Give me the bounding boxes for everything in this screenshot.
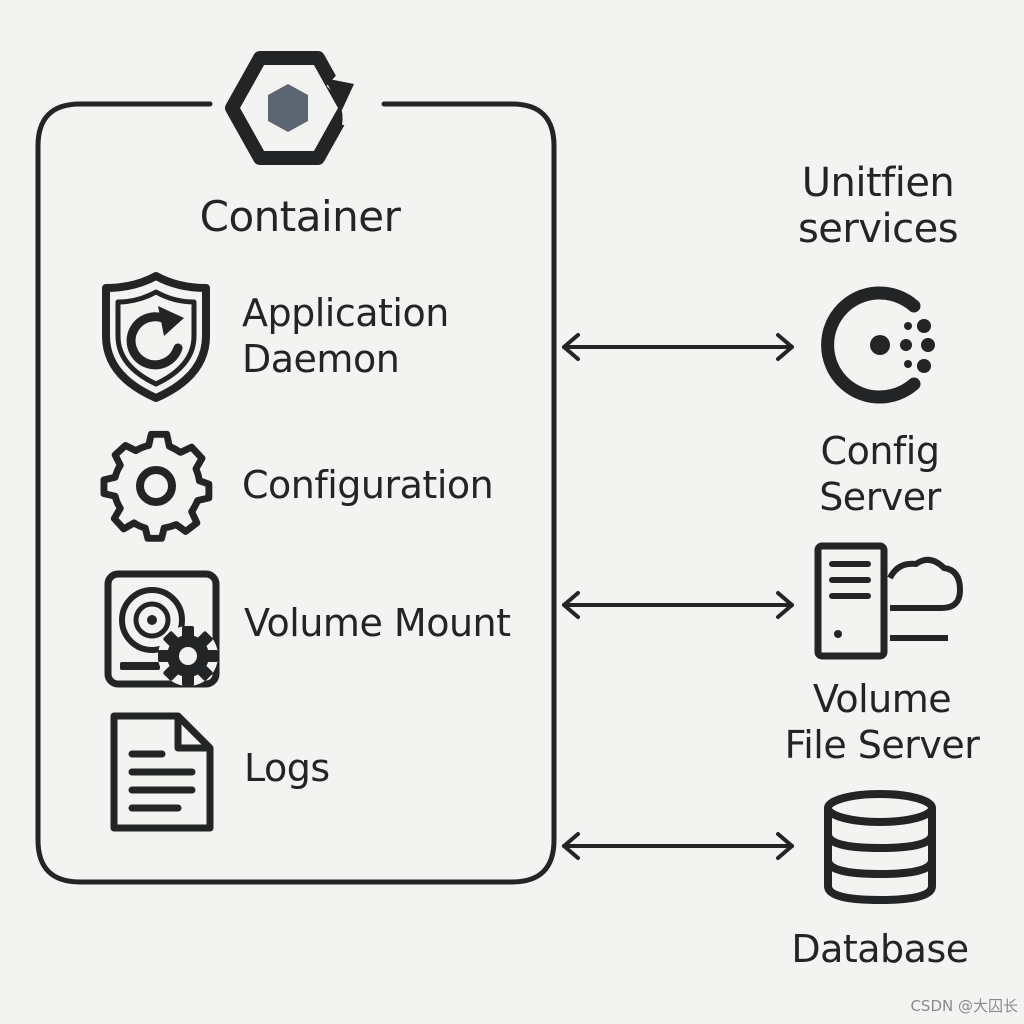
- item-volume-mount-label: Volume Mount: [244, 601, 511, 645]
- watermark: CSDN @大囚长: [910, 997, 1018, 1015]
- disk-gear-icon: [104, 570, 220, 688]
- service-config-server-label: Config Server: [819, 429, 941, 519]
- gear-icon: [100, 430, 213, 542]
- item-application-daemon-label: Application Daemon: [242, 291, 449, 381]
- item-logs-label: Logs: [244, 746, 330, 790]
- arrow-volume-file-server: [562, 591, 794, 619]
- server-cloud-icon: [814, 542, 963, 660]
- arrow-database: [562, 832, 794, 860]
- service-volume-file-server-label: Volume File Server: [784, 677, 980, 767]
- container-title: Container: [199, 192, 401, 241]
- item-configuration-label: Configuration: [242, 463, 494, 507]
- shield-refresh-icon: [102, 272, 210, 402]
- hexagon-refresh-icon: [225, 51, 359, 165]
- arrow-config-server: [562, 333, 794, 361]
- document-icon: [110, 712, 214, 832]
- consul-icon: [821, 286, 935, 404]
- database-icon: [824, 790, 936, 905]
- services-heading: Unitfien services: [797, 160, 959, 252]
- service-database-label: Database: [791, 927, 969, 971]
